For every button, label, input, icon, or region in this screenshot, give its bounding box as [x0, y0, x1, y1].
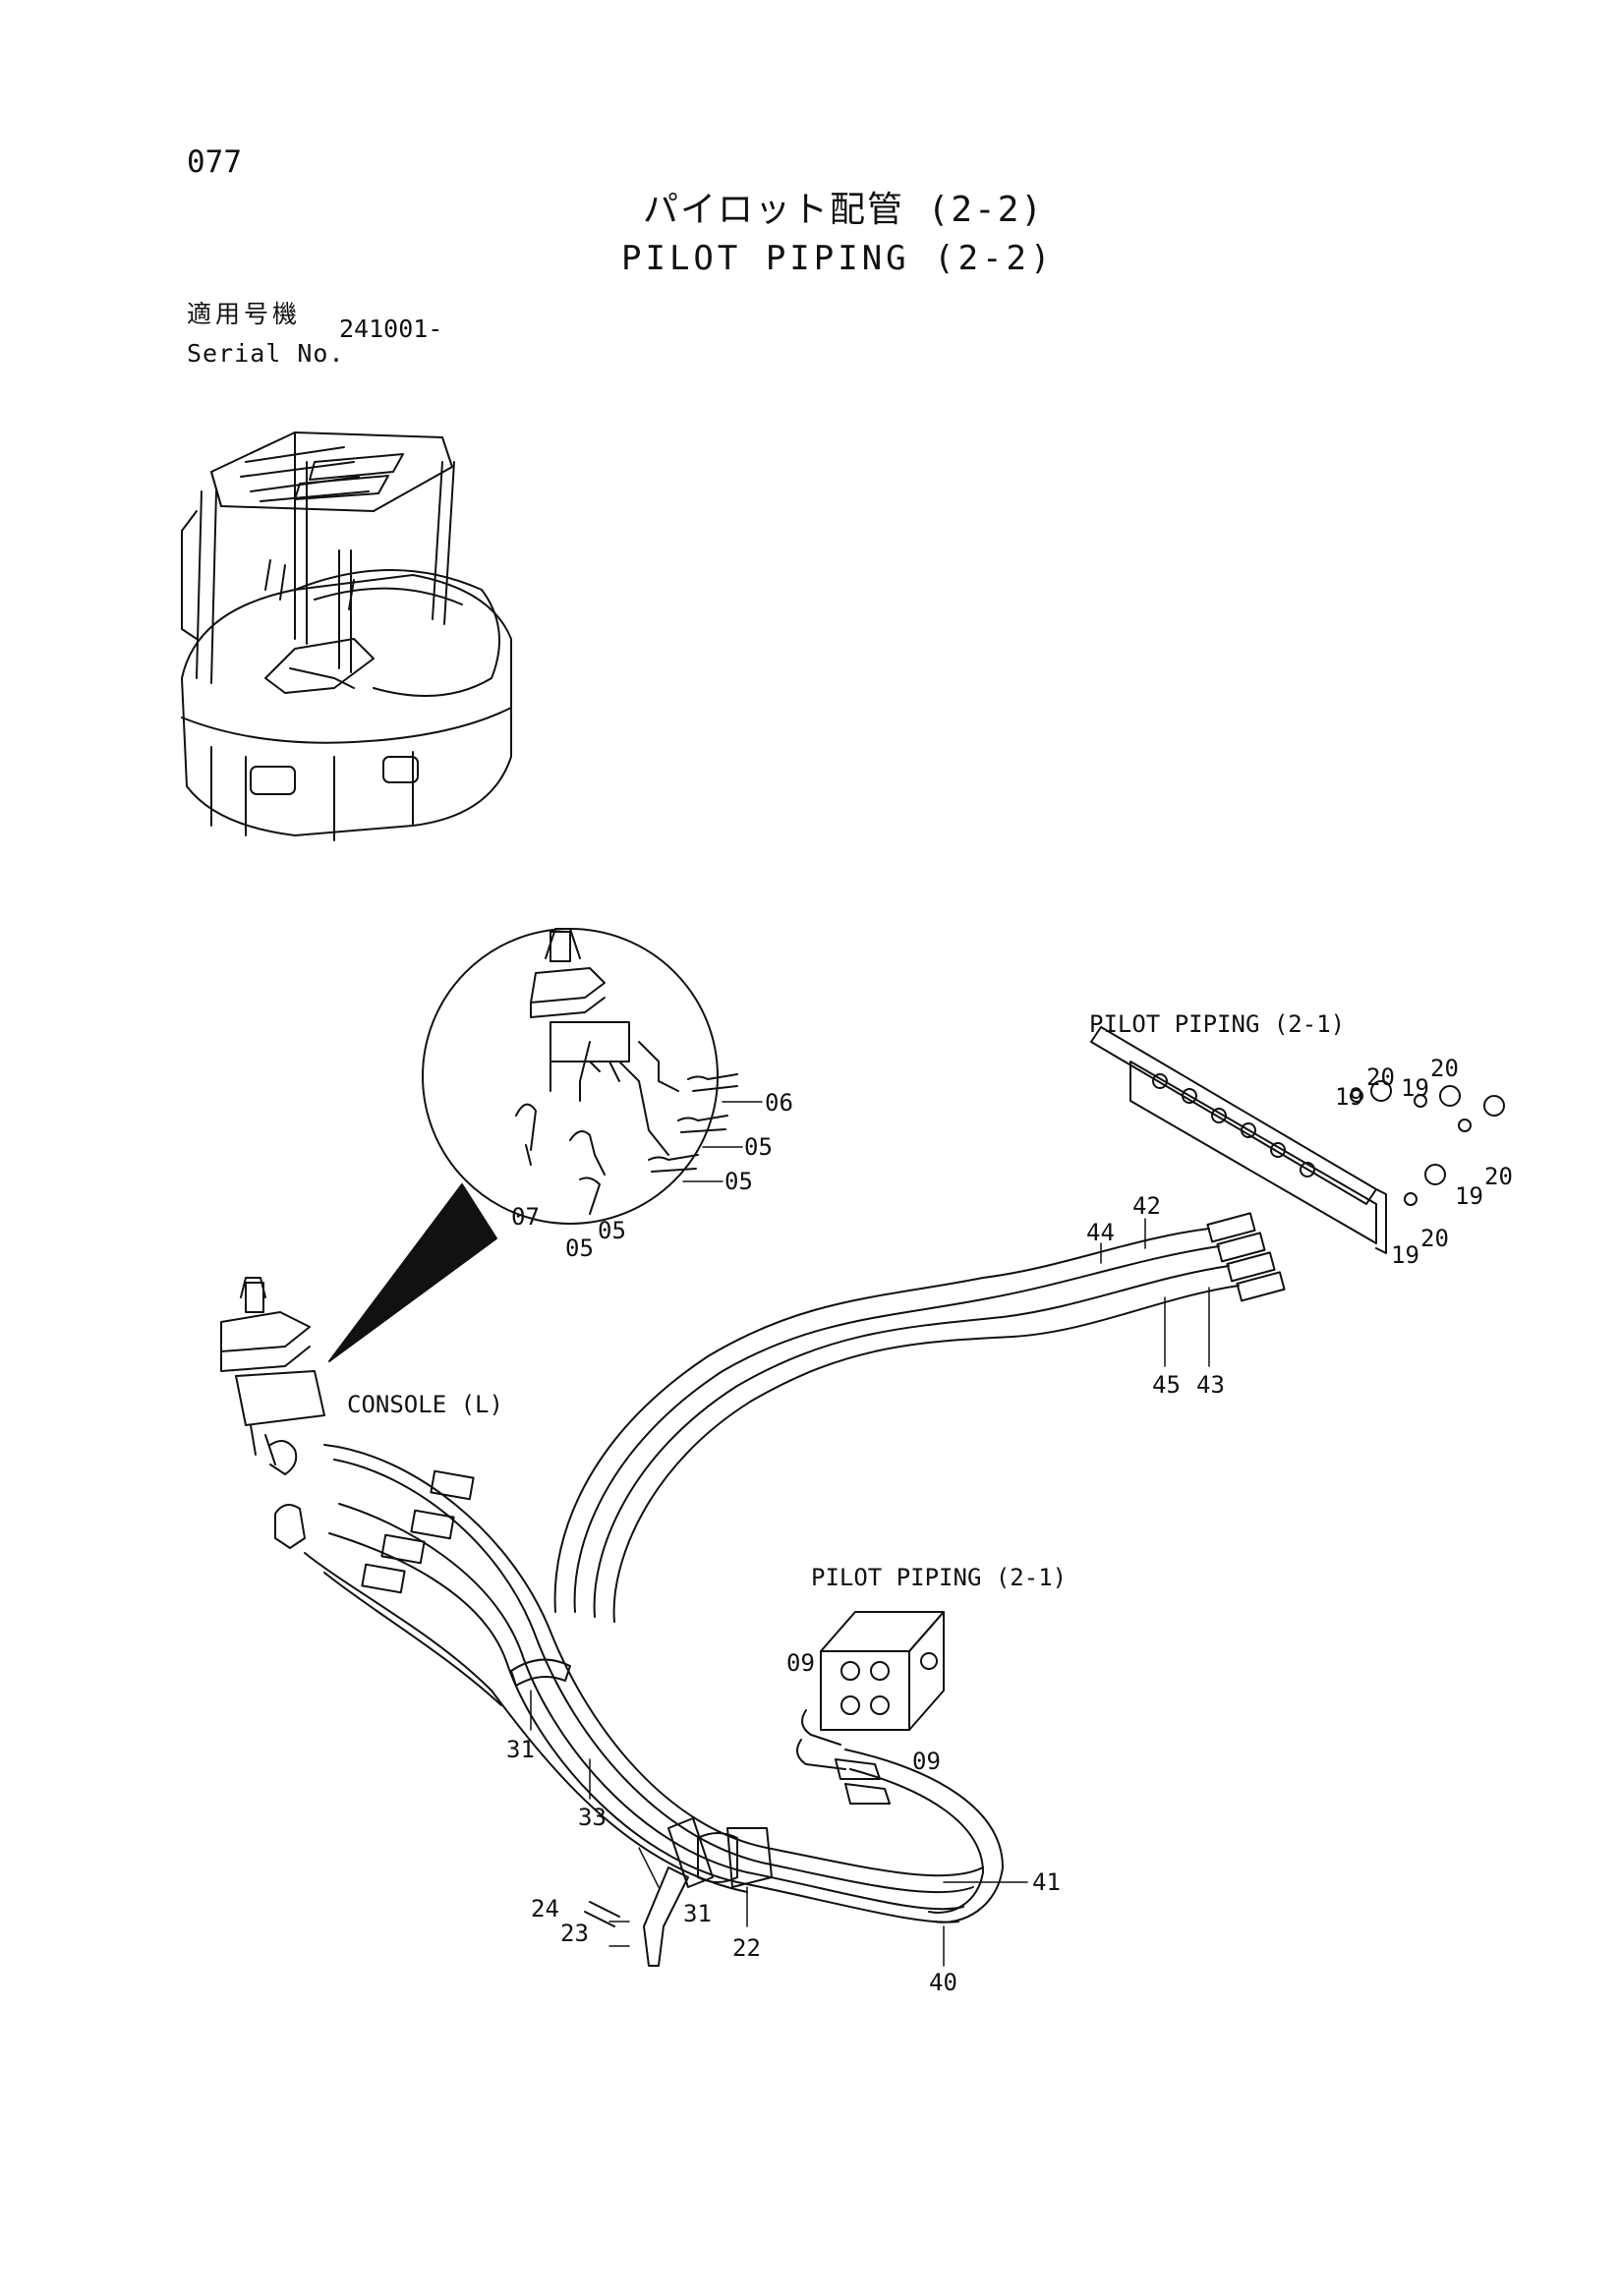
- leader-lines: [530, 1101, 1210, 1967]
- title-english: PILOT PIPING (2-2): [621, 239, 1055, 278]
- part-label-19: 19: [1335, 1083, 1363, 1111]
- part-label-43: 43: [1196, 1371, 1225, 1399]
- part-label-05: 05: [724, 1168, 753, 1195]
- part-label-20: 20: [1420, 1225, 1449, 1252]
- part-label-44: 44: [1086, 1219, 1115, 1246]
- machine-overview-illustration: [181, 431, 512, 841]
- part-label-19: 19: [1391, 1241, 1419, 1269]
- part-label-20: 20: [1366, 1063, 1395, 1091]
- title-japanese: パイロット配管 (2-2): [643, 190, 1045, 230]
- part-label-40: 40: [929, 1969, 957, 1996]
- part-label-22: 22: [732, 1934, 761, 1962]
- page-number: 077: [187, 144, 242, 180]
- part-label-20: 20: [1430, 1055, 1459, 1082]
- part-label-09: 09: [912, 1748, 941, 1775]
- part-label-33: 33: [578, 1804, 607, 1831]
- part-label-19: 19: [1401, 1074, 1429, 1102]
- part-label-45: 45: [1152, 1371, 1181, 1399]
- part-label-05: 05: [565, 1234, 594, 1262]
- part-label-42: 42: [1132, 1192, 1161, 1220]
- callout-console-left: CONSOLE (L): [347, 1391, 503, 1418]
- callout-pilot-piping-lower: PILOT PIPING (2-1): [811, 1564, 1067, 1591]
- part-label-24: 24: [531, 1895, 559, 1923]
- part-label-31: 31: [683, 1900, 712, 1927]
- part-label-06: 06: [765, 1089, 793, 1117]
- part-label-05: 05: [598, 1217, 626, 1244]
- serial-label-japanese: 適用号機: [187, 300, 302, 328]
- pilot-hoses: [304, 1212, 1286, 1967]
- console-valve-left: [220, 1277, 325, 1549]
- part-label-09: 09: [786, 1649, 815, 1677]
- upper-right-manifold: [1090, 1026, 1505, 1254]
- part-label-07: 07: [511, 1203, 540, 1231]
- part-label-23: 23: [560, 1920, 589, 1947]
- detail-inset-circle: [328, 928, 738, 1362]
- lower-right-valve-block: [796, 1611, 945, 1805]
- serial-number-value: 241001-: [339, 315, 443, 343]
- part-label-20: 20: [1484, 1163, 1513, 1190]
- part-label-19: 19: [1455, 1182, 1483, 1210]
- serial-label-english: Serial No.: [187, 339, 345, 368]
- part-label-05: 05: [744, 1133, 773, 1161]
- part-label-41: 41: [1032, 1868, 1061, 1896]
- part-label-31: 31: [506, 1736, 535, 1763]
- callout-pilot-piping-upper: PILOT PIPING (2-1): [1089, 1010, 1345, 1038]
